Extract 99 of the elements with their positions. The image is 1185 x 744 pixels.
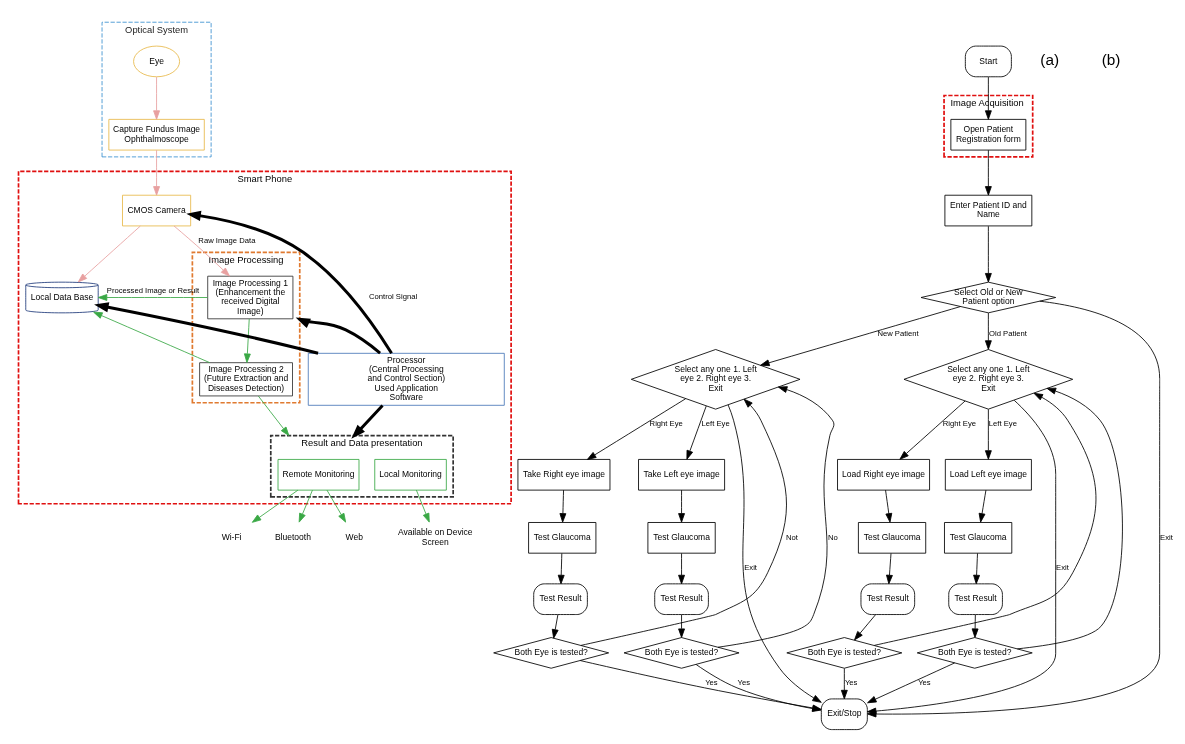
arrow [866, 399, 1057, 714]
node-box: Test Glaucoma [857, 521, 927, 554]
arrow [93, 311, 211, 363]
arrow [94, 301, 319, 355]
edge-label: Yes [918, 677, 931, 687]
arrow [984, 149, 992, 196]
edge-label: Right Eye [649, 418, 683, 428]
edge-label: Yes [844, 677, 858, 687]
edge-label: Yes [737, 677, 751, 687]
node-ellipse: Eye [133, 45, 180, 77]
arrow [885, 489, 893, 523]
arrow [295, 317, 382, 354]
node-text: Wi-Fi [221, 531, 242, 542]
arrow [678, 613, 685, 638]
node-text: Available on Device Screen [397, 526, 473, 547]
arrow [973, 552, 980, 584]
arrow [984, 225, 992, 282]
edge-label: Control Signal [369, 291, 418, 301]
edge-label: Left Eye [701, 418, 730, 428]
node-box: Load Right eye image [837, 458, 930, 491]
edge-label: Left Eye [988, 418, 1017, 428]
node-box: Open Patient Registration form [950, 118, 1027, 150]
arrow [243, 318, 251, 363]
arrow [326, 489, 347, 523]
arrow [760, 305, 961, 366]
node-box: Test Glaucoma [528, 521, 597, 554]
edge-label: Processed Image or Result [106, 285, 200, 295]
node-box: Test Result [948, 582, 1003, 615]
arrow [899, 400, 966, 460]
arrow [867, 662, 956, 703]
node-box: Test Result [654, 582, 709, 615]
node-box: Image Processing 2 (Future Extraction and Diseases Detection) [199, 361, 293, 396]
arrow [351, 404, 384, 439]
arrow [153, 149, 160, 196]
arrow [678, 489, 685, 523]
node-box: CMOS Camera [122, 194, 192, 226]
arrow [984, 312, 992, 350]
label: (b) [1101, 50, 1121, 68]
arrow [717, 385, 835, 648]
edge-label: Old Patient [989, 328, 1027, 338]
node-box: Test Result [533, 582, 588, 615]
node-box: Load Left eye image [944, 458, 1032, 491]
edge-label: Exit [1056, 562, 1069, 572]
node-diamond: Select any one 1. Left eye 2. Right eye 3. Exit [903, 348, 1074, 410]
node-text: Web [345, 531, 363, 542]
node-box: Take Right eye image [517, 458, 611, 491]
node-box: Enter Patient ID and Name [944, 194, 1033, 226]
node-box: Test Glaucoma [944, 521, 1013, 554]
edge-label: Raw Image Data [198, 235, 256, 245]
arrow [173, 225, 230, 276]
node-diamond: Select Old or New Patient option [920, 281, 1057, 313]
edge-label: New Patient [877, 328, 919, 338]
arrow [298, 489, 313, 523]
arrow [153, 76, 160, 120]
arrow [984, 76, 992, 120]
arrow [678, 552, 685, 584]
arrow [97, 293, 208, 301]
node-box: Remote Monitoring [277, 458, 360, 491]
node-diamond: Both Eye is tested? [623, 636, 740, 669]
edge-label: Right Eye [942, 418, 976, 428]
arrow [971, 613, 979, 638]
arrow [854, 613, 876, 640]
node-box: Processor (Central Processing and Control Section) Used Application Software [307, 352, 505, 406]
arrow [186, 210, 393, 354]
label: (a) [1040, 50, 1060, 68]
arrow [251, 489, 299, 523]
arrow [978, 489, 987, 523]
node-box: Test Glaucoma [647, 521, 716, 554]
node-box: Image Processing 1 (Enhancement the received Digital Image) [207, 275, 294, 319]
node-diamond: Both Eye is tested? [786, 636, 903, 669]
node-text: Bluetooth [274, 531, 311, 542]
arrow [559, 489, 567, 523]
node-box: Start [964, 45, 1012, 77]
arrow [415, 489, 430, 523]
node-box: Local Monitoring [374, 458, 447, 491]
edge-label: Exit [1160, 532, 1173, 542]
arrow [77, 225, 141, 282]
edge-label: Not [785, 532, 798, 542]
node-diamond: Both Eye is tested? [916, 636, 1033, 669]
arrow [886, 552, 893, 584]
node-box: Capture Fundus Image Ophthalmoscope [108, 118, 205, 150]
arrow [257, 395, 290, 436]
arrow [727, 404, 822, 703]
arrow [557, 552, 565, 584]
arrow [686, 405, 707, 460]
node-box: Test Result [860, 582, 916, 615]
arrow [551, 613, 559, 639]
edge-label: No [827, 532, 838, 542]
arrow [873, 392, 1097, 646]
node-diamond: Both Eye is tested? [493, 636, 610, 669]
node-box: Exit/Stop [820, 698, 868, 730]
arrow [580, 398, 787, 646]
arrow [840, 667, 848, 699]
arrow [984, 408, 992, 460]
arrow [586, 397, 687, 460]
arrow [1016, 387, 1123, 649]
edge-label: Yes [705, 677, 718, 687]
node-box: Take Left eye image [638, 458, 726, 491]
edge-label: Exit [744, 562, 757, 572]
